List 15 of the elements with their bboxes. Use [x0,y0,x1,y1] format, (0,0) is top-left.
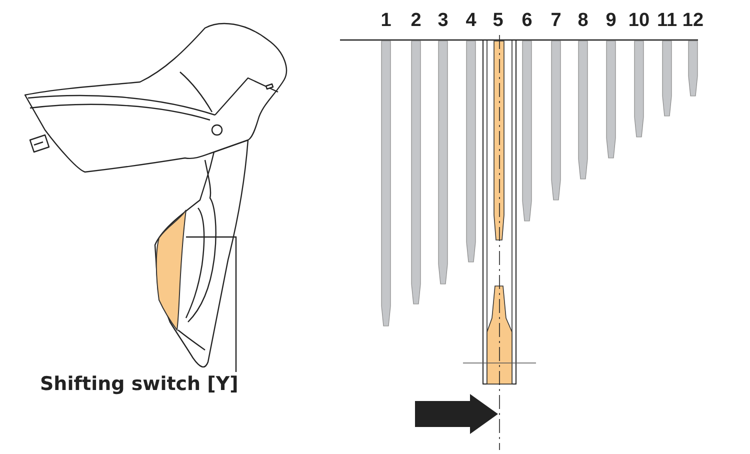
sprocket-number: 11 [656,10,678,32]
sprocket-number: 2 [410,10,422,32]
part-label: Shifting switch [Y] [40,370,238,398]
sprocket-number: 3 [438,10,448,32]
sprocket-number: 6 [522,10,532,32]
sprocket-number: 1 [380,10,392,32]
sprocket-number: 5 [492,10,504,32]
sprocket-number: 10 [628,10,650,32]
shifting-switch [155,208,187,332]
sprocket-number: 4 [466,10,476,32]
sprocket-number: 7 [550,10,562,32]
sprocket-number: 12 [682,10,704,32]
leader-line [186,236,237,372]
sprocket-number: 9 [606,10,616,32]
sprocket-number: 8 [578,10,588,32]
